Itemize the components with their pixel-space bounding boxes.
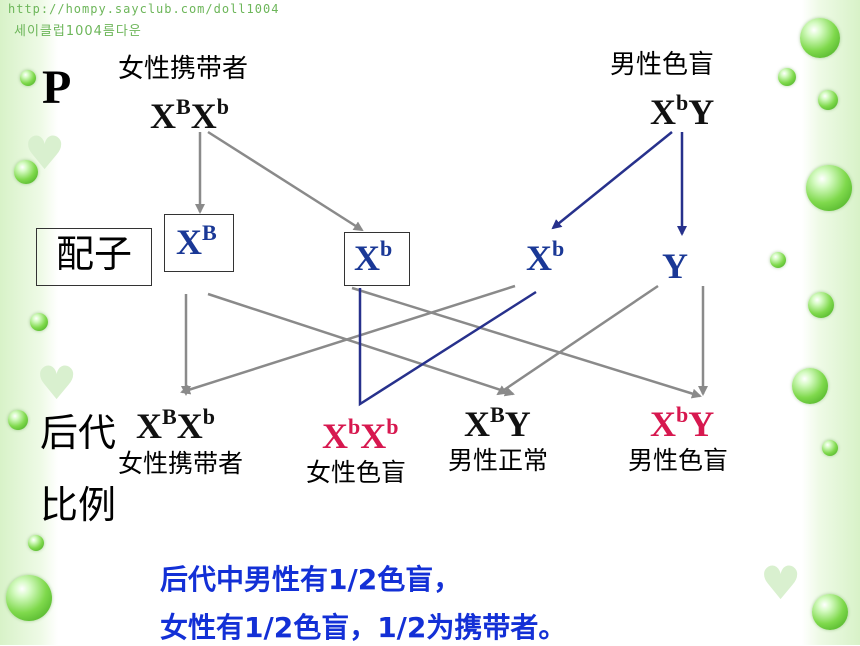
decor-bubble xyxy=(770,252,786,268)
offspring-1-label: 女性携带者 xyxy=(118,449,244,478)
watermark-url: http://hompy.sayclub.com/doll1004 xyxy=(8,2,280,16)
offspring-label: 后代 xyxy=(40,411,117,455)
gamete-XB-box xyxy=(164,214,234,272)
offspring-3-genotype: XBY xyxy=(464,402,531,444)
line-Xb-pair-to-child2 xyxy=(358,288,537,407)
decor-bubble xyxy=(800,18,840,58)
male-colorblind-label: 男性色盲 xyxy=(610,50,715,80)
summary-line-2: 女性有1/2色盲，1/2为携带者。 xyxy=(160,611,567,644)
decor-bubble xyxy=(8,410,28,430)
decor-heart-icon: ♥ xyxy=(24,126,66,180)
decor-bubble xyxy=(28,535,44,551)
gamete-Y: Y xyxy=(662,246,688,286)
male-genotype: XbY xyxy=(650,90,715,132)
gametes-label: 配子 xyxy=(56,232,133,276)
ratio-label: 比例 xyxy=(40,483,117,527)
arrow-Y-to-child3 xyxy=(496,284,659,396)
female-genotype: XBXb xyxy=(150,94,229,136)
decor-heart-icon: ♥ xyxy=(36,356,78,410)
decor-heart-icon: ♥ xyxy=(760,556,802,610)
decor-bubble xyxy=(806,165,852,211)
offspring-1-genotype: XBXb xyxy=(136,404,215,446)
arrow-male-to-Xb xyxy=(551,131,673,230)
arrow-maleXb-to-child1 xyxy=(180,284,516,395)
female-carrier-label: 女性携带者 xyxy=(118,54,249,84)
arrow-female-to-Xb xyxy=(207,130,364,232)
offspring-3-label: 男性正常 xyxy=(448,446,549,475)
gamete-Xb-box xyxy=(344,232,410,286)
decor-bubble xyxy=(822,440,838,456)
p-generation-label: P xyxy=(42,61,72,114)
arrow-Xb-to-child4 xyxy=(351,286,702,399)
watermark-subtitle: 세이클럽1004름다운 xyxy=(14,24,142,39)
decor-bubble xyxy=(30,313,48,331)
gametes-label-box xyxy=(36,228,152,286)
decor-bubble xyxy=(812,594,848,630)
decor-bubble xyxy=(778,68,796,86)
decor-bubble xyxy=(818,90,838,110)
decor-bubble xyxy=(20,70,36,86)
decor-bubble xyxy=(792,368,828,404)
decor-bubble xyxy=(808,292,834,318)
gamete-XB: XB xyxy=(176,220,217,262)
summary-line-1: 后代中男性有1/2色盲， xyxy=(160,563,462,596)
offspring-2-genotype: XbXb xyxy=(322,414,399,456)
decor-bubble xyxy=(14,160,38,184)
offspring-2-label: 女性色盲 xyxy=(306,458,407,487)
gamete-Xb-male: Xb xyxy=(526,236,565,278)
gamete-Xb-female: Xb xyxy=(354,236,393,278)
offspring-4-label: 男性色盲 xyxy=(628,446,729,475)
offspring-4-genotype: XbY xyxy=(650,402,715,444)
decor-bubble xyxy=(6,575,52,621)
